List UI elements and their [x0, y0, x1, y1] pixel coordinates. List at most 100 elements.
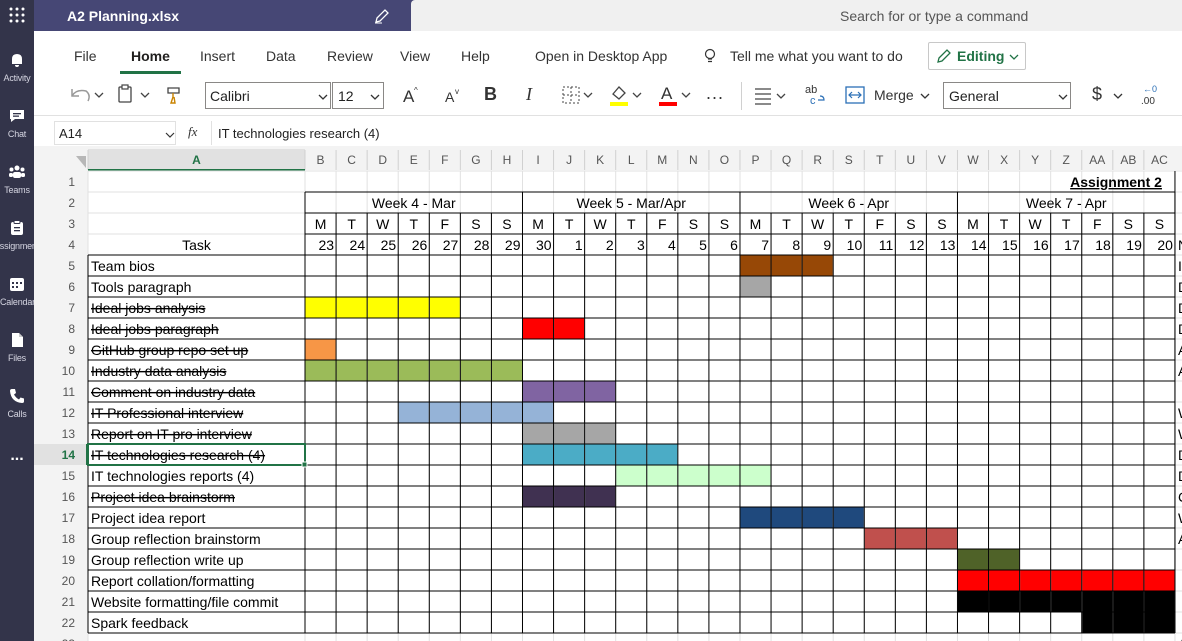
column-header[interactable]: Q: [782, 153, 791, 167]
fill-color-icon[interactable]: [608, 82, 644, 108]
overflow-cell[interactable]: W: [1178, 405, 1182, 421]
row-header[interactable]: 6: [68, 280, 75, 294]
rail-item-calendar[interactable]: Calendar: [0, 271, 34, 327]
task-name[interactable]: Project idea report: [91, 510, 206, 526]
overflow-cell[interactable]: W: [1178, 510, 1182, 526]
waffle-icon[interactable]: [0, 0, 34, 31]
task-name[interactable]: Report collation/formatting: [91, 573, 254, 589]
task-name[interactable]: Comment on industry data: [91, 384, 255, 400]
overflow-cell[interactable]: A: [1178, 531, 1182, 547]
currency-button[interactable]: $: [1092, 84, 1103, 104]
row-header[interactable]: 13: [62, 427, 76, 441]
task-name[interactable]: IT technologies research (4): [91, 447, 265, 463]
column-header[interactable]: R: [813, 153, 822, 167]
active-cell-selection[interactable]: [87, 443, 306, 466]
align-icon[interactable]: [752, 84, 788, 108]
overflow-cell[interactable]: D: [1178, 279, 1182, 295]
row-header[interactable]: 18: [62, 532, 76, 546]
task-name[interactable]: Ideal jobs analysis: [91, 300, 205, 316]
tab-insert[interactable]: Insert: [200, 48, 236, 64]
row-header[interactable]: 19: [62, 553, 76, 567]
column-header[interactable]: S: [845, 153, 853, 167]
row-header[interactable]: 12: [62, 406, 76, 420]
task-name[interactable]: Project idea brainstorm: [91, 489, 235, 505]
overflow-cell[interactable]: In: [1178, 258, 1182, 274]
increase-font-icon[interactable]: A^: [401, 84, 423, 106]
name-box[interactable]: A14: [54, 121, 176, 145]
row-header[interactable]: 4: [68, 238, 75, 252]
row-header[interactable]: 11: [63, 385, 76, 399]
tab-view[interactable]: View: [400, 48, 431, 64]
column-header[interactable]: E: [410, 153, 418, 167]
number-format-select[interactable]: General: [943, 82, 1071, 109]
column-header[interactable]: O: [720, 153, 729, 167]
overflow-cell[interactable]: A: [1178, 636, 1182, 641]
italic-button[interactable]: I: [526, 84, 532, 104]
row-header[interactable]: 2: [68, 196, 75, 210]
font-size-select[interactable]: 12: [332, 82, 384, 109]
font-name-select[interactable]: Calibri: [205, 82, 331, 109]
column-header[interactable]: U: [907, 153, 916, 167]
rail-more-button[interactable]: ...: [0, 447, 34, 503]
row-header[interactable]: 15: [62, 469, 76, 483]
task-name[interactable]: IT technologies reports (4): [91, 468, 254, 484]
task-name[interactable]: IT Professional interview: [91, 405, 244, 421]
task-name[interactable]: Tools paragraph: [91, 279, 191, 295]
task-name[interactable]: Spark feedback: [91, 615, 189, 631]
merge-button[interactable]: Merge: [874, 87, 914, 103]
task-name[interactable]: Group reflection brainstorm: [91, 531, 261, 547]
search-input[interactable]: Search for or type a command: [840, 8, 1029, 24]
row-header[interactable]: 5: [68, 259, 75, 273]
bold-button[interactable]: B: [484, 84, 497, 104]
row-header[interactable]: 17: [62, 511, 76, 525]
column-header[interactable]: AC: [1151, 153, 1168, 167]
row-header[interactable]: 10: [62, 364, 76, 378]
column-header[interactable]: N: [689, 153, 698, 167]
row-header[interactable]: 23: [62, 637, 76, 641]
tell-me-search[interactable]: Tell me what you want to do: [730, 48, 903, 64]
row-header[interactable]: 7: [68, 301, 75, 315]
undo-icon[interactable]: [66, 83, 106, 107]
row-header[interactable]: 22: [62, 616, 76, 630]
overflow-cell[interactable]: A: [1178, 342, 1182, 358]
column-header[interactable]: J: [566, 153, 572, 167]
rail-item-files[interactable]: Files: [0, 327, 34, 383]
formula-input[interactable]: IT technologies research (4): [211, 121, 1182, 145]
wrap-text-icon[interactable]: abc: [804, 82, 828, 108]
tab-review[interactable]: Review: [327, 48, 373, 64]
row-header[interactable]: 20: [62, 574, 76, 588]
format-painter-icon[interactable]: [165, 84, 187, 106]
overflow-cell[interactable]: D: [1178, 321, 1182, 337]
more-font-options-button[interactable]: ...: [706, 83, 725, 103]
chevron-down-icon[interactable]: [1113, 91, 1123, 101]
overflow-cell[interactable]: N: [1178, 237, 1182, 253]
column-header[interactable]: G: [471, 153, 480, 167]
column-header[interactable]: V: [938, 153, 946, 167]
row-header[interactable]: 8: [68, 322, 75, 336]
row-header[interactable]: 3: [68, 217, 75, 231]
task-name[interactable]: Ideal jobs paragraph: [91, 321, 219, 337]
task-name[interactable]: Report on IT pro interview: [91, 426, 253, 442]
merge-icon[interactable]: [844, 84, 866, 106]
column-header[interactable]: M: [657, 153, 667, 167]
task-name[interactable]: Website formatting/file commit: [91, 594, 278, 610]
rail-item-teams[interactable]: Teams: [0, 159, 34, 215]
overflow-cell[interactable]: W: [1178, 426, 1182, 442]
tab-data[interactable]: Data: [266, 48, 296, 64]
app-launcher[interactable]: [0, 0, 34, 31]
column-header[interactable]: B: [317, 153, 325, 167]
column-header[interactable]: A: [192, 153, 201, 167]
rail-item-activity[interactable]: Activity: [0, 47, 34, 103]
column-header[interactable]: D: [378, 153, 387, 167]
column-header[interactable]: K: [596, 153, 604, 167]
task-name[interactable]: Team bios: [91, 258, 155, 274]
row-header[interactable]: 16: [62, 490, 76, 504]
column-header[interactable]: AA: [1089, 153, 1105, 167]
search-box[interactable]: Search for or type a command: [411, 0, 1182, 31]
overflow-cell[interactable]: D: [1178, 468, 1182, 484]
column-header[interactable]: C: [347, 153, 356, 167]
overflow-cell[interactable]: C: [1178, 489, 1182, 505]
task-name[interactable]: Group reflection write up: [91, 552, 244, 568]
